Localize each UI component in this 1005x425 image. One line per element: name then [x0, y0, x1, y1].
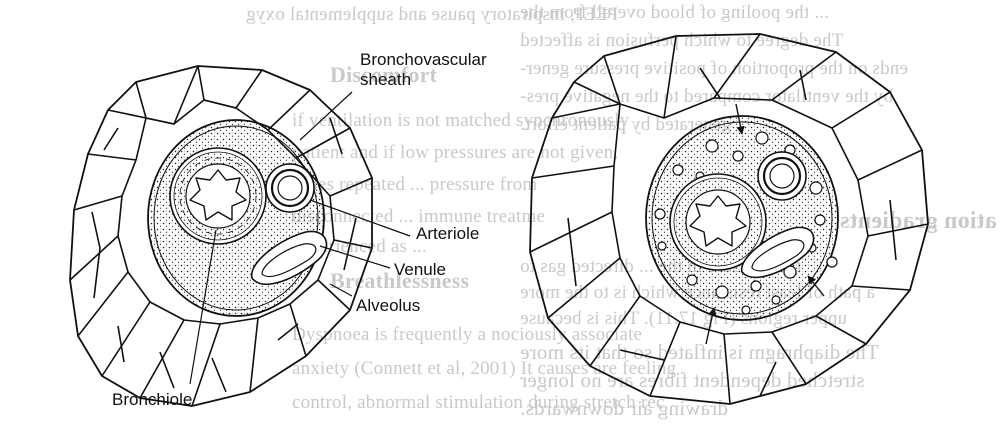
arteriole	[758, 152, 806, 200]
label-arteriole: Arteriole	[416, 224, 479, 244]
label-alveolus: Alveolus	[356, 296, 420, 316]
label-bronchovascular-sheath-line2: sheath	[360, 70, 411, 90]
label-bronchiole: Bronchiole	[112, 390, 192, 410]
normal-airway-figure	[70, 66, 410, 406]
arteriole	[266, 164, 314, 212]
bronchiole	[170, 148, 266, 244]
label-bronchovascular-sheath: Bronchovascular	[360, 50, 487, 70]
compressed-airway-figure	[530, 34, 928, 404]
label-venule: Venule	[394, 260, 446, 280]
